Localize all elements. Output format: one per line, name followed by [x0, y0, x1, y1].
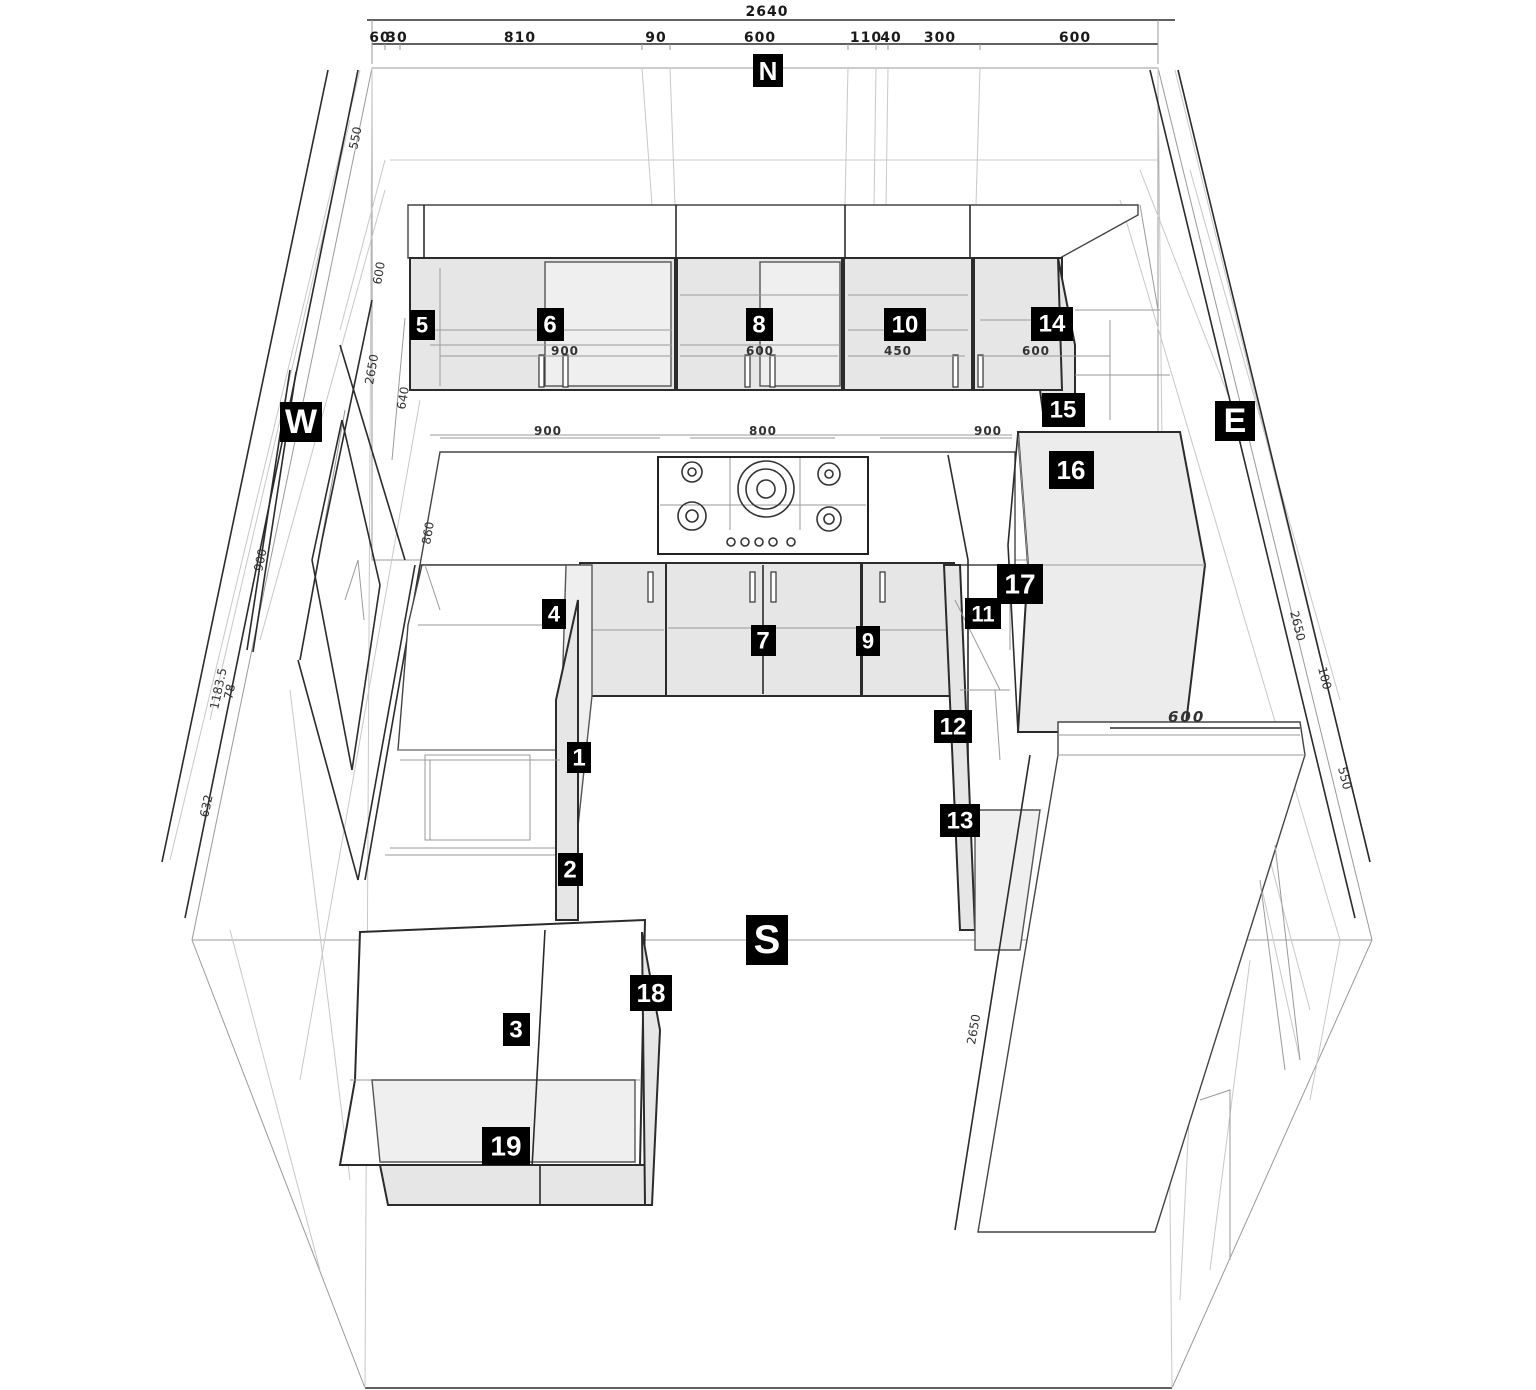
compass-south: S [746, 915, 788, 965]
svg-text:W: W [285, 403, 318, 441]
label-19: 19 [482, 1127, 530, 1165]
dim-upper-4: 600 [1022, 344, 1050, 358]
dim-seg-4: 90 [645, 30, 666, 46]
svg-text:17: 17 [1004, 569, 1035, 600]
dimension-labels: 2640 60 30 810 90 600 110 40 300 600 900… [197, 4, 1354, 1046]
dim-left-9: 900 [251, 547, 269, 572]
svg-text:15: 15 [1050, 397, 1077, 424]
svg-text:S: S [754, 918, 781, 962]
dim-right-2: 2650 [1287, 609, 1308, 642]
svg-text:N: N [759, 56, 778, 86]
svg-text:13: 13 [947, 808, 974, 835]
dim-base-2: 800 [749, 424, 777, 438]
dim-left-7: 78 [221, 683, 238, 701]
label-6: 6 [537, 308, 564, 341]
svg-text:9: 9 [862, 629, 874, 654]
svg-text:7: 7 [756, 628, 769, 655]
dim-tall-height: 2650 [964, 1013, 983, 1046]
label-16: 16 [1049, 451, 1094, 489]
label-14: 14 [1031, 307, 1073, 341]
dim-left-8: 632 [197, 793, 215, 818]
label-7: 7 [751, 625, 776, 656]
dim-seg-5: 600 [744, 30, 776, 46]
label-1: 1 [567, 742, 591, 773]
svg-text:1: 1 [572, 745, 585, 772]
dim-upper-2: 600 [746, 344, 774, 358]
dim-seg-3: 810 [504, 30, 536, 46]
svg-text:10: 10 [892, 312, 919, 339]
dim-right-1: 600 [1168, 708, 1205, 726]
label-18: 18 [630, 975, 672, 1011]
label-10: 10 [884, 308, 926, 341]
dim-left-4: 860 [419, 521, 437, 546]
dim-seg-2: 30 [386, 30, 407, 46]
label-11: 11 [965, 598, 1001, 629]
cabinet-labels: 1 2 3 4 5 6 7 8 9 10 11 12 13 14 15 16 1… [410, 307, 1094, 1165]
svg-text:12: 12 [940, 714, 967, 741]
svg-text:4: 4 [548, 602, 561, 627]
svg-text:19: 19 [490, 1131, 521, 1162]
dim-seg-6: 110 [850, 30, 882, 46]
compass-labels: N W E S [280, 54, 1255, 965]
svg-text:3: 3 [509, 1017, 522, 1044]
svg-text:2: 2 [563, 857, 576, 884]
dim-seg-1: 60 [369, 30, 390, 46]
svg-text:16: 16 [1057, 455, 1086, 485]
label-17: 17 [997, 564, 1043, 604]
label-2: 2 [558, 853, 583, 886]
dim-overall: 2640 [746, 4, 789, 20]
label-13: 13 [940, 804, 980, 837]
label-3: 3 [503, 1013, 530, 1046]
dim-base-3: 900 [974, 424, 1002, 438]
svg-text:8: 8 [752, 312, 765, 339]
dim-seg-8: 300 [924, 30, 956, 46]
dim-right-4: 550 [1335, 765, 1354, 791]
svg-text:11: 11 [971, 602, 994, 627]
label-5: 5 [410, 310, 435, 340]
dimension-lines [161, 19, 1371, 1231]
label-8: 8 [746, 308, 773, 341]
compass-north: N [753, 54, 783, 87]
dim-upper-1: 900 [551, 344, 579, 358]
svg-text:14: 14 [1039, 311, 1066, 338]
svg-text:E: E [1224, 402, 1247, 440]
dim-seg-7: 40 [880, 30, 901, 46]
gas-hob [657, 456, 869, 555]
base-cabinets-east [942, 431, 1306, 1260]
dim-right-3: 100 [1315, 665, 1334, 691]
svg-text:6: 6 [543, 312, 556, 339]
compass-west: W [280, 402, 322, 442]
label-12: 12 [934, 710, 972, 743]
dim-upper-3: 450 [884, 344, 912, 358]
dim-left-5: 2650 [362, 353, 381, 386]
label-9: 9 [856, 626, 880, 656]
compass-east: E [1215, 401, 1255, 441]
dim-seg-9: 600 [1059, 30, 1091, 46]
dim-base-1: 900 [534, 424, 562, 438]
dim-left-2: 600 [370, 261, 388, 286]
west-door [297, 344, 421, 881]
svg-text:5: 5 [416, 313, 428, 338]
svg-text:18: 18 [637, 978, 666, 1008]
label-15: 15 [1042, 393, 1085, 427]
label-4: 4 [542, 599, 566, 629]
dim-left-1: 550 [346, 125, 364, 150]
dim-left-3: 640 [394, 386, 412, 411]
